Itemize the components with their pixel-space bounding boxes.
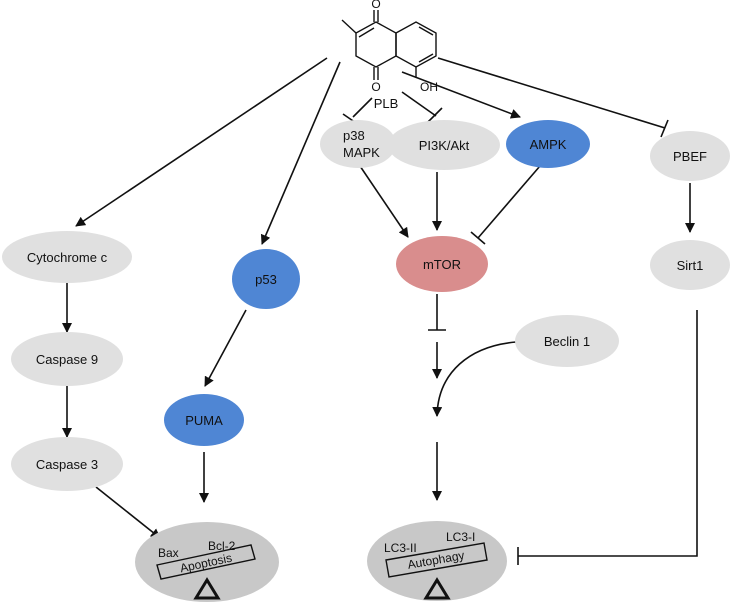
edge-sirt1-autophagy xyxy=(518,310,698,557)
apoptosis-fulcrum-icon xyxy=(193,577,221,600)
node-pbef: PBEF xyxy=(650,131,730,181)
svg-text:Caspase 3: Caspase 3 xyxy=(36,457,98,472)
edge-p38-mtor xyxy=(359,165,409,238)
edge-plb-pbef xyxy=(437,57,666,129)
autophagy-balance-beam xyxy=(385,542,488,578)
outcome-apoptosis: Bax Bcl-2 Apoptosis xyxy=(135,522,279,602)
svg-text:Caspase 9: Caspase 9 xyxy=(36,352,98,367)
edge-plb-p38 xyxy=(352,97,373,118)
edge-plb-p53 xyxy=(260,61,341,245)
carbonyl-oxygen-bottom: O xyxy=(371,80,380,94)
edge-plb-pi3k xyxy=(401,91,437,117)
node-pi3k-akt: PI3K/Akt xyxy=(388,120,500,170)
autophagy-fulcrum-icon xyxy=(423,577,451,600)
outcome-autophagy: LC3-II LC3-I Autophagy xyxy=(367,521,507,601)
compound-name: PLB xyxy=(374,96,399,111)
edge-casp3-apoptosis xyxy=(95,486,161,539)
edge-ampk-mtor xyxy=(477,165,541,239)
svg-text:Beclin 1: Beclin 1 xyxy=(544,334,590,349)
apoptosis-left-label: Bax xyxy=(158,546,179,560)
node-p38-line2: MAPK xyxy=(343,145,380,160)
svg-text:PI3K/Akt: PI3K/Akt xyxy=(419,138,470,153)
svg-text:PBEF: PBEF xyxy=(673,149,707,164)
carbonyl-oxygen-top: O xyxy=(371,0,380,11)
node-p38: p38 MAPK xyxy=(320,120,396,168)
edge-plb-cytochrome xyxy=(75,57,328,227)
svg-text:Cytochrome c: Cytochrome c xyxy=(27,250,108,265)
svg-text:p53: p53 xyxy=(255,272,277,287)
autophagy-right-label: LC3-I xyxy=(446,530,475,544)
autophagy-left-label: LC3-II xyxy=(384,541,417,555)
edge-plb-ampk xyxy=(401,71,521,119)
svg-text:mTOR: mTOR xyxy=(423,257,461,272)
node-p53: p53 xyxy=(232,249,300,309)
svg-text:Sirt1: Sirt1 xyxy=(677,258,704,273)
node-sirt1: Sirt1 xyxy=(650,240,730,290)
node-caspase3: Caspase 3 xyxy=(11,437,123,491)
node-p38-line1: p38 xyxy=(343,128,365,143)
node-mtor: mTOR xyxy=(396,236,488,292)
apoptosis-balance-beam xyxy=(156,544,256,580)
plb-structure xyxy=(341,10,437,80)
edge-beclin1-chain xyxy=(432,341,517,417)
node-caspase9: Caspase 9 xyxy=(11,332,123,386)
edges xyxy=(62,57,698,565)
svg-text:PUMA: PUMA xyxy=(185,413,223,428)
node-ampk: AMPK xyxy=(506,120,590,168)
node-puma: PUMA xyxy=(164,394,244,446)
svg-text:AMPK: AMPK xyxy=(530,137,567,152)
node-beclin1: Beclin 1 xyxy=(515,315,619,367)
edge-p53-puma xyxy=(204,309,247,387)
node-cytochrome-c: Cytochrome c xyxy=(2,231,132,283)
